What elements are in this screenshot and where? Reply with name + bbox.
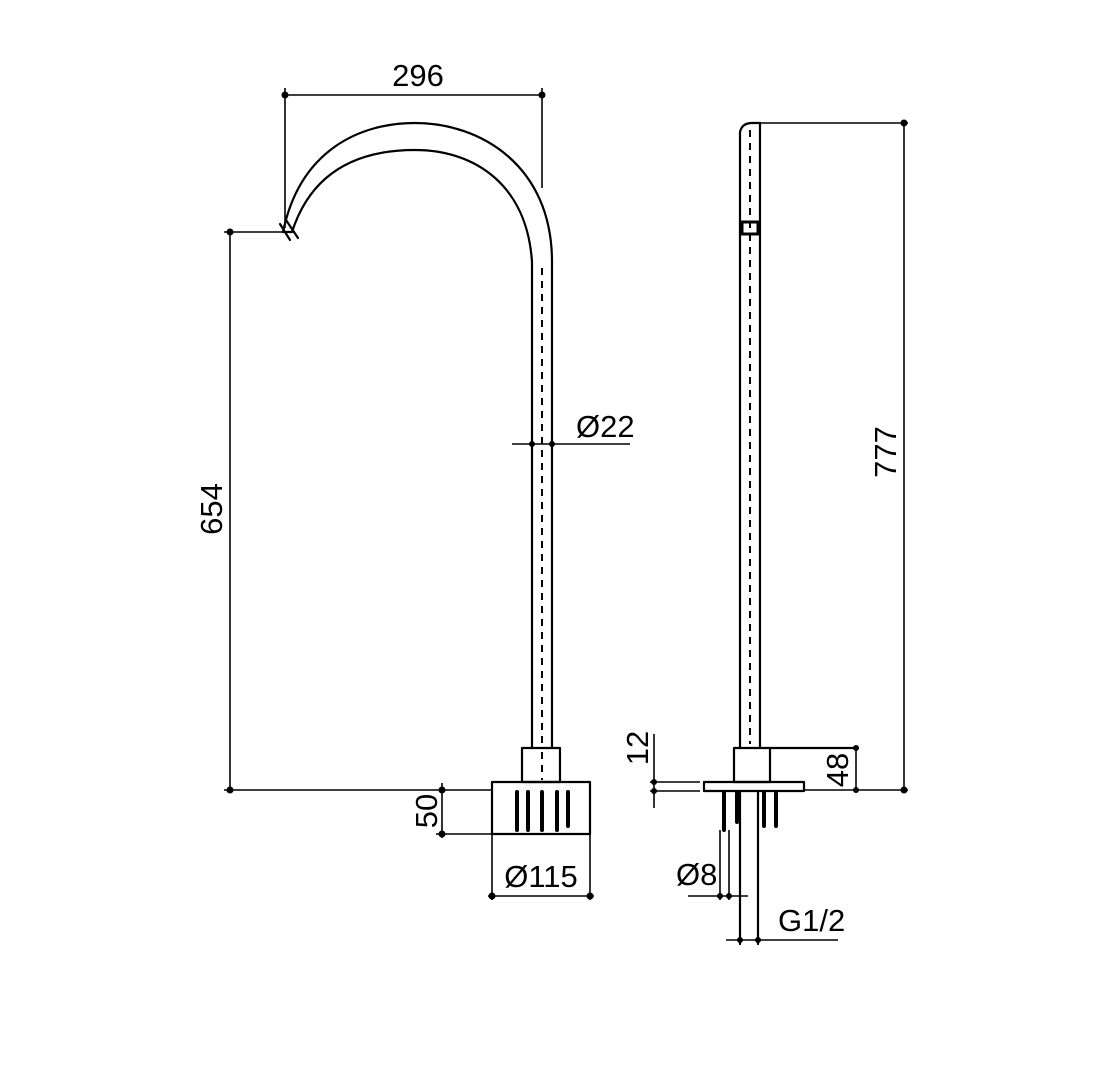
mounting-studs: [515, 790, 570, 832]
side-collar: [732, 746, 772, 784]
side-flange: [702, 780, 806, 793]
label-tube-diameter: Ø22: [576, 409, 635, 444]
side-tube-top: [738, 121, 762, 750]
label-spout-reach: 296: [392, 58, 444, 93]
spout-outer-arc: [281, 121, 554, 264]
label-hole-diameter: Ø8: [676, 857, 717, 892]
dimension-spout-reach: 296: [281, 58, 546, 228]
dimension-tube-diameter: Ø22: [512, 409, 635, 447]
dimension-base-diameter: Ø115: [488, 834, 594, 900]
label-flange-thickness: 12: [620, 731, 655, 765]
dimension-total-height: 777: [752, 119, 908, 794]
spout-inner-arc: [290, 148, 534, 264]
label-base-height: 50: [409, 794, 444, 828]
side-tube-joint: [740, 220, 760, 236]
label-spout-height: 654: [194, 483, 229, 535]
side-mounting-studs: [722, 790, 778, 832]
front-view: 296 654 Ø22 50: [194, 58, 635, 900]
label-connection: G1/2: [778, 903, 845, 938]
label-base-diameter: Ø115: [504, 859, 578, 894]
dimension-hole-diameter: Ø8: [676, 830, 748, 900]
dimension-spout-height: 654: [194, 228, 492, 794]
dimension-body-height: 48: [820, 745, 859, 793]
spout-outlet-tip: [278, 218, 300, 242]
dimension-connection: G1/2: [726, 903, 845, 943]
dimension-flange-thickness: 12: [620, 731, 700, 808]
label-body-height: 48: [820, 753, 855, 787]
dimension-base-height: 50: [409, 783, 492, 838]
side-view: 777 48 12 Ø8: [620, 119, 908, 946]
base-body: [490, 780, 592, 836]
label-total-height: 777: [868, 426, 903, 478]
